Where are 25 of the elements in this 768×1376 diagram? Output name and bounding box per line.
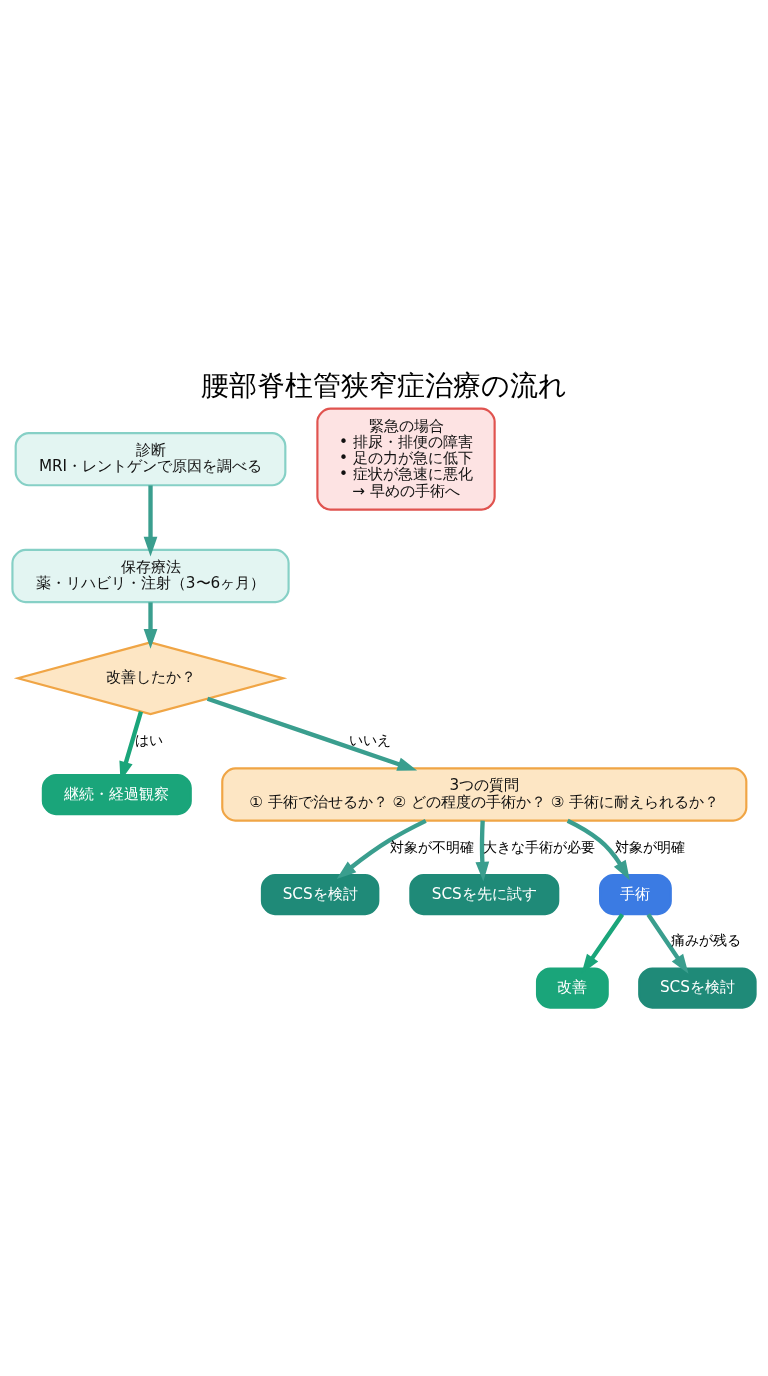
node-diamond: 改善したか？: [13, 641, 288, 716]
edge-label: はい: [135, 731, 164, 748]
node-box: 診断 MRI・レントゲンで原因を調べる: [14, 431, 287, 487]
edge-label: 対象が明確: [615, 838, 686, 855]
node-box: 手術: [599, 873, 672, 916]
arrow: [566, 818, 630, 881]
edge-label: 痛みが残る: [670, 932, 741, 949]
edge-label: いいえ: [348, 731, 391, 748]
node-box: SCSを検討: [260, 873, 380, 916]
arrow: [143, 485, 158, 557]
arrow: [646, 913, 689, 974]
node-box: 緊急の場合 • 排尿・排便の障害 • 足の力が急に低下 • 症状が急速に悪化 → 早めの手術へ: [316, 407, 496, 511]
node-box: SCSを検討: [638, 967, 757, 1009]
node-box: 3つの質問 ① 手術で治せるか？ ② どの程度の手術か？ ③ 手術に耐えられるか？: [221, 767, 748, 822]
arrow: [206, 696, 418, 771]
node-box: 改善: [535, 967, 609, 1009]
arrow: [475, 820, 490, 882]
diagram-title: 腰部脊柱管狭窄症治療の流れ: [201, 369, 567, 403]
node-box: 保存療法 薬・リハビリ・注射（3〜6ヶ月）: [11, 548, 290, 604]
node-box: 継続・経過観察: [41, 773, 192, 816]
arrow: [336, 818, 427, 880]
node-box: SCSを先に試す: [409, 873, 560, 916]
edge-label: 対象が不明確: [390, 838, 475, 855]
arrow: [143, 602, 158, 649]
edge-label: 大きな手術が必要: [483, 838, 596, 855]
